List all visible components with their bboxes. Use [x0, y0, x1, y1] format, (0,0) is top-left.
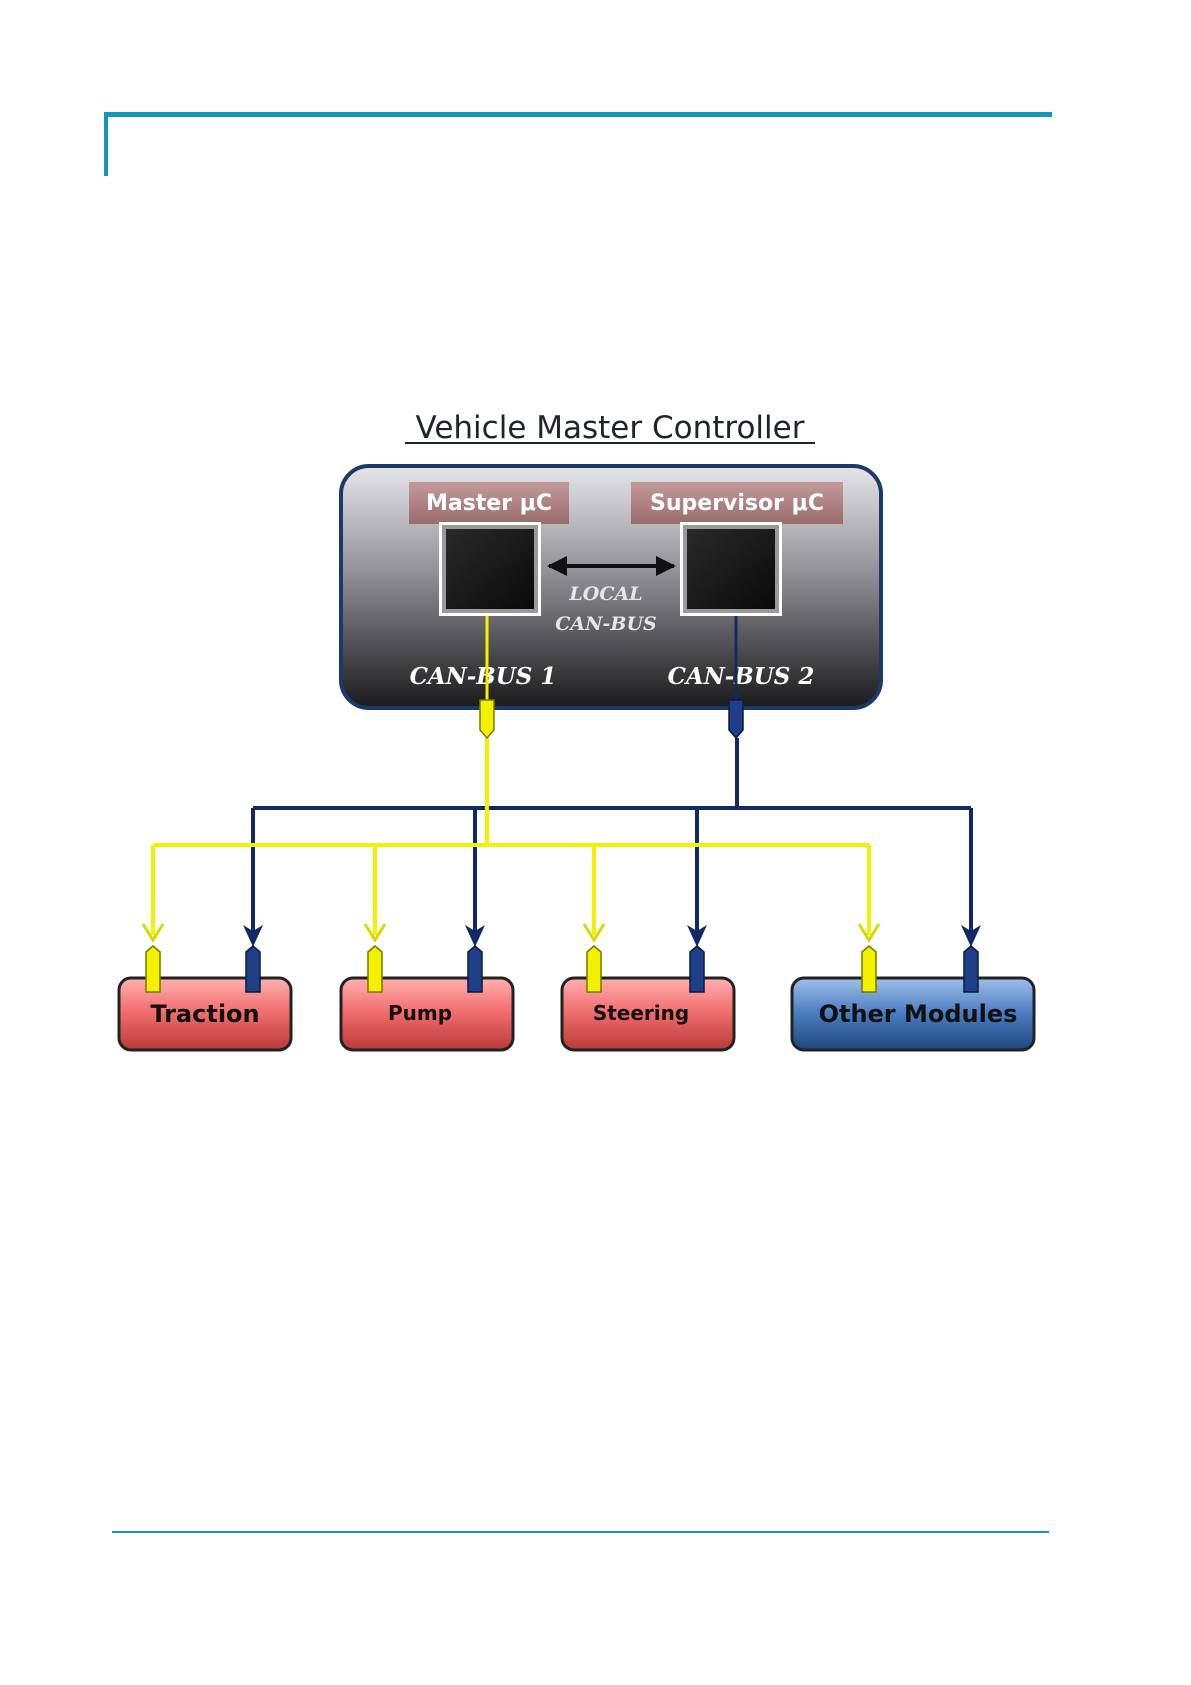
supervisor-chip-icon	[680, 522, 782, 616]
module-other-modules: Other Modules	[792, 946, 1034, 1050]
local-bus-label-line2: CAN-BUS	[555, 613, 656, 635]
master-chip-icon	[439, 522, 541, 616]
can-bus-1-controller-connector	[480, 700, 494, 738]
supervisor-uc-label: Supervisor μC	[650, 491, 824, 516]
can-bus-2-network	[253, 738, 971, 935]
can-bus-1-label: CAN-BUS 1	[410, 663, 557, 690]
master-uc-label: Master μC	[426, 491, 552, 516]
can-bus-2-controller-connector	[729, 700, 743, 738]
module-steering: Steering	[562, 946, 734, 1050]
module-pump: Pump	[341, 946, 513, 1050]
can-bus-1-network	[153, 738, 869, 935]
diagram-title: Vehicle Master Controller	[416, 410, 805, 446]
module-steering-label: Steering	[593, 1001, 689, 1025]
module-traction: Traction	[119, 946, 291, 1050]
module-pump-label: Pump	[388, 1001, 452, 1025]
can-bus-2-label: CAN-BUS 2	[668, 663, 815, 690]
module-other-modules-label: Other Modules	[819, 1000, 1018, 1028]
local-bus-label-line1: LOCAL	[568, 583, 642, 605]
module-traction-label: Traction	[150, 1000, 259, 1028]
